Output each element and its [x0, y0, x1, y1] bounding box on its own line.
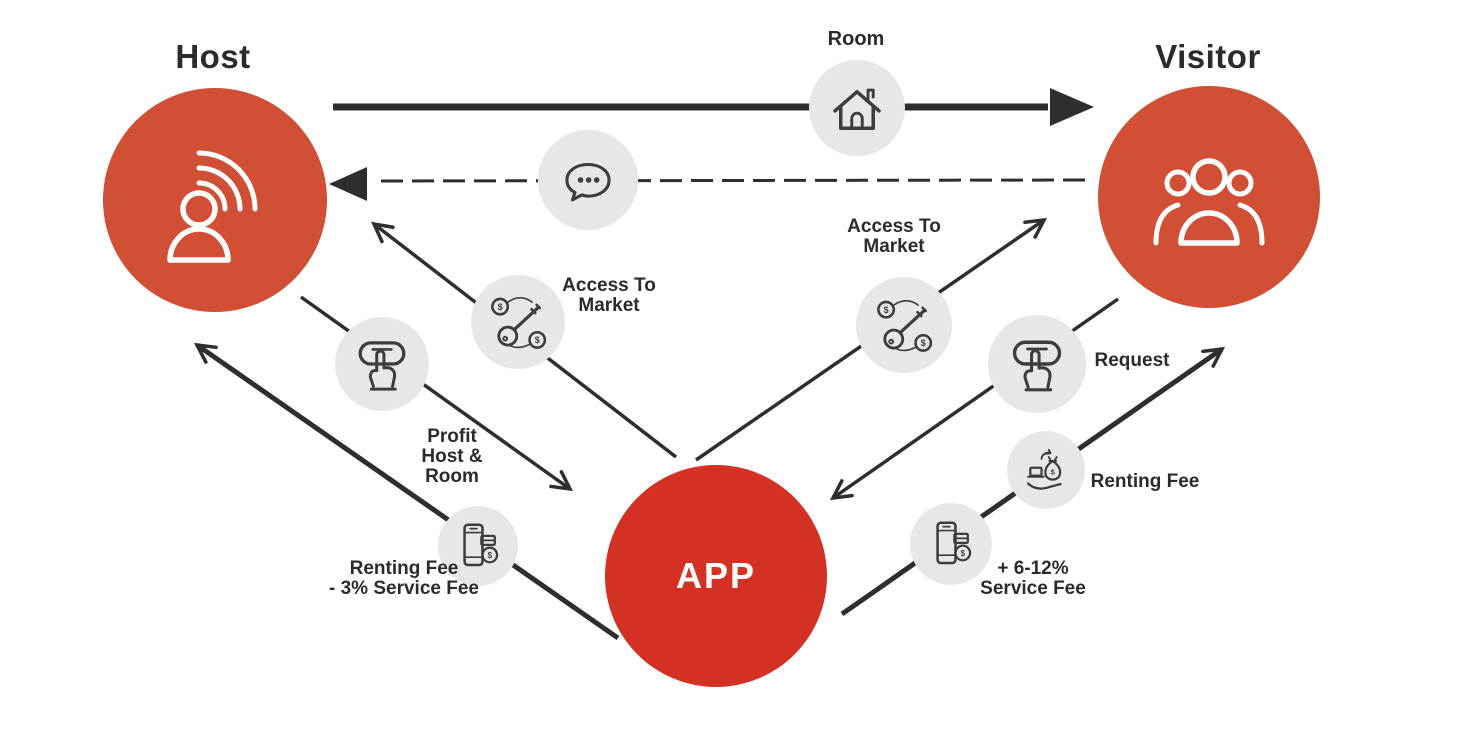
profit-icon-bubble [335, 317, 429, 411]
svg-text:$: $ [884, 305, 889, 315]
renting-fee-left-line2: - 3% Service Fee [329, 577, 479, 599]
host-node [103, 88, 327, 312]
request-icon-bubble [988, 315, 1086, 413]
renting-fee-left-icon-bubble: $ [438, 506, 518, 586]
renting-fee-right-label: Renting Fee [1090, 471, 1200, 492]
svg-text:$: $ [1051, 467, 1055, 476]
chat-bubble-icon [565, 162, 611, 202]
visitor-node [1098, 86, 1320, 308]
access-market-right-icon-bubble: $ $ [856, 277, 952, 373]
renting-fee-left-line1: Renting Fee [349, 558, 459, 579]
access-market-right-line2: Market [863, 235, 925, 257]
profit-line2: Host & [421, 445, 483, 467]
profit-line1: Profit [427, 426, 477, 447]
room-label: Room [827, 28, 885, 50]
hand-money-bag-icon: $ [1026, 448, 1062, 490]
messages-arrow [329, 167, 1086, 201]
profit-arrow [299, 295, 574, 492]
visitor-title: Visitor [1155, 38, 1261, 75]
key-dollar-icon-right: $ $ [877, 300, 933, 352]
svg-text:$: $ [921, 338, 926, 348]
access-market-left-label: Access To Market [562, 276, 656, 316]
tap-button-icon-left [358, 341, 406, 391]
renting-fee-right-icon-bubble: $ [1007, 431, 1085, 509]
service-fee-right-line1: + 6-12% [997, 558, 1069, 579]
key-dollar-icon-left: $ $ [491, 297, 547, 349]
room-icon-bubble [809, 60, 905, 156]
people-group-icon [1153, 158, 1265, 246]
messages-icon-bubble [538, 130, 638, 230]
access-market-right-line1: Access To [847, 216, 941, 237]
renting-fee-left-label: Renting Fee - 3% Service Fee [329, 559, 479, 599]
renting-fee-left-arrow [193, 342, 620, 641]
app-node: APP [605, 465, 827, 687]
svg-text:$: $ [498, 302, 503, 312]
access-market-left-line2: Market [578, 294, 640, 316]
profit-line3: Room [425, 465, 479, 487]
access-market-left-line1: Access To [562, 275, 656, 296]
profit-label: Profit Host & Room [421, 427, 482, 486]
access-market-right-label: Access To Market [847, 217, 941, 257]
phone-payment-icon-left: $ [463, 523, 499, 567]
service-fee-right-icon-bubble: $ [910, 503, 992, 585]
request-label: Request [1094, 350, 1170, 371]
app-label: APP [675, 555, 757, 596]
tap-button-icon-right [1012, 340, 1062, 392]
host-title: Host [175, 38, 251, 75]
service-fee-right-label: + 6-12% Service Fee [980, 559, 1086, 599]
service-fee-right-line2: Service Fee [980, 577, 1086, 599]
room-arrow [333, 88, 1094, 126]
svg-text:$: $ [535, 335, 540, 345]
svg-text:$: $ [488, 551, 493, 560]
svg-text:$: $ [961, 549, 966, 558]
person-broadcast-icon [167, 150, 258, 263]
house-icon [833, 88, 881, 131]
access-market-left-icon-bubble: $ $ [471, 275, 565, 369]
phone-payment-icon-right: $ [936, 521, 972, 565]
